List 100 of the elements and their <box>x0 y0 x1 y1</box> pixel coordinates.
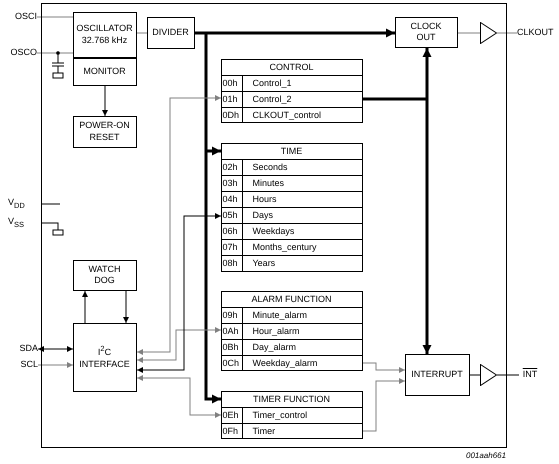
register-name: Day_alarm <box>252 340 296 354</box>
register-address: 0Fh <box>220 424 242 438</box>
table-heading: ALARM FUNCTION <box>251 292 332 306</box>
register-name: Years <box>252 256 276 270</box>
register-name: Weekday_alarm <box>252 356 318 370</box>
figure-id: 001aah661 <box>466 451 506 460</box>
register-table <box>220 390 362 438</box>
block-label: I$^{2}$C INTERFACE <box>78 344 130 370</box>
register-name: Timer_control <box>252 408 308 422</box>
arrow <box>136 375 222 418</box>
connector <box>36 16 74 18</box>
register-table <box>220 58 362 122</box>
register-name: Timer <box>252 424 276 438</box>
register-address: 0Ch <box>220 356 242 370</box>
register-address: 0Dh <box>220 108 242 122</box>
register-address: 05h <box>220 208 242 222</box>
pin-label: OSCI <box>1 11 37 23</box>
register-row <box>220 106 362 122</box>
block-label: 32.768 kHz <box>82 34 128 46</box>
register-row <box>220 206 362 222</box>
block-box <box>72 58 136 86</box>
register-row <box>220 158 362 174</box>
block-label: OSCILLATOR <box>76 23 133 34</box>
table-heading: TIME <box>280 144 302 158</box>
register-address: 00h <box>220 76 242 90</box>
arrow <box>362 362 406 373</box>
bus-arrow <box>363 98 432 354</box>
pin-label: SDA <box>14 343 38 355</box>
arrow <box>38 362 74 368</box>
pin-label: CLKOUT <box>517 27 557 39</box>
buffer-triangle <box>480 22 496 44</box>
connector <box>496 32 518 34</box>
connector <box>470 374 480 376</box>
register-row <box>220 174 362 190</box>
register-row <box>220 422 362 438</box>
block-label: DIVIDER <box>152 26 189 38</box>
arrow <box>123 290 129 324</box>
pin-label: SCL <box>14 359 38 371</box>
register-address: 09h <box>220 308 242 322</box>
pin-label: INT <box>519 369 541 381</box>
pin-label: OSCO <box>1 47 37 59</box>
register-name: Months_century <box>252 240 317 254</box>
arrow <box>102 86 108 116</box>
register-name: Weekdays <box>252 224 294 238</box>
register-row <box>220 338 362 354</box>
arrow <box>136 327 222 363</box>
register-address: 0Ah <box>220 324 242 338</box>
block-box <box>404 354 470 396</box>
register-address: 0Eh <box>220 408 242 422</box>
block-box <box>146 16 194 48</box>
register-row <box>220 74 362 90</box>
pin-label: V$_{SS}$ <box>8 216 24 229</box>
block-label: WATCH DOG <box>88 264 122 286</box>
block-label: INTERRUPT <box>411 368 463 380</box>
arrow <box>136 95 222 355</box>
register-row <box>220 306 362 322</box>
block-label: MONITOR <box>83 66 126 78</box>
buffer-triangle <box>480 364 496 386</box>
block-box <box>394 16 458 48</box>
arrow <box>136 213 222 373</box>
register-name: Control_1 <box>252 76 292 90</box>
register-row <box>220 354 362 370</box>
register-name: CLKOUT_control <box>252 108 322 122</box>
connector <box>458 32 480 34</box>
block-box <box>72 260 136 290</box>
register-row <box>220 222 362 238</box>
register-name: Minutes <box>252 176 284 190</box>
arrow <box>362 378 406 432</box>
register-row <box>220 190 362 206</box>
block-label: CLOCK OUT <box>409 20 442 44</box>
register-row <box>220 90 362 106</box>
register-address: 03h <box>220 176 242 190</box>
register-table <box>220 290 362 370</box>
register-address: 02h <box>220 160 242 174</box>
block-label: POWER-ON RESET <box>78 120 130 143</box>
register-row <box>220 406 362 422</box>
block-box <box>72 12 136 58</box>
register-address: 07h <box>220 240 242 254</box>
register-name: Control_2 <box>252 92 292 106</box>
register-address: 08h <box>220 256 242 270</box>
register-table <box>220 142 362 272</box>
arrow <box>82 290 88 324</box>
table-heading: CONTROL <box>269 60 314 74</box>
register-row <box>220 322 362 338</box>
register-row <box>220 238 362 254</box>
register-name: Days <box>252 208 274 222</box>
connector <box>136 32 148 34</box>
connector <box>36 52 74 54</box>
register-name: Seconds <box>252 160 288 174</box>
pin-label: V$_{DD}$ <box>8 197 25 210</box>
connector <box>496 374 520 376</box>
table-heading: TIMER FUNCTION <box>253 392 330 406</box>
block-box <box>72 116 136 148</box>
bus-arrow <box>195 32 221 404</box>
register-name: Hour_alarm <box>252 324 300 338</box>
arrow <box>38 346 74 352</box>
register-address: 01h <box>220 92 242 106</box>
register-name: Hours <box>252 192 277 206</box>
register-address: 06h <box>220 224 242 238</box>
register-row <box>220 254 362 270</box>
